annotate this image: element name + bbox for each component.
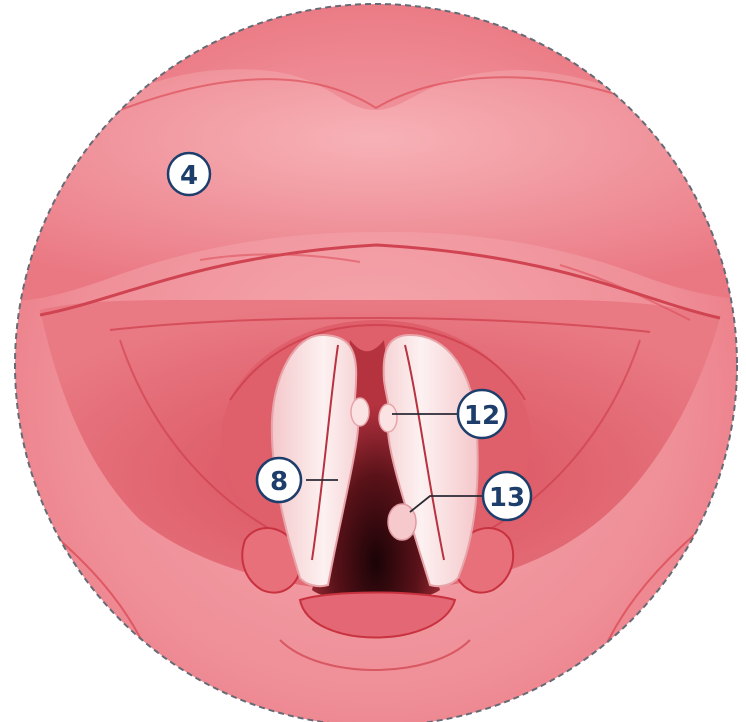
label-badge-13: 13 xyxy=(483,472,531,520)
left-nodule xyxy=(351,398,369,426)
label-13-text: 13 xyxy=(489,483,525,513)
label-badge-12: 12 xyxy=(458,390,506,438)
label-8-text: 8 xyxy=(270,467,288,497)
label-4-text: 4 xyxy=(180,161,198,191)
label-12-text: 12 xyxy=(464,401,500,431)
label-badge-8: 8 xyxy=(257,458,301,502)
right-polyp-lower xyxy=(388,504,416,540)
right-nodule-upper xyxy=(379,404,397,432)
label-badge-4: 4 xyxy=(168,153,210,195)
